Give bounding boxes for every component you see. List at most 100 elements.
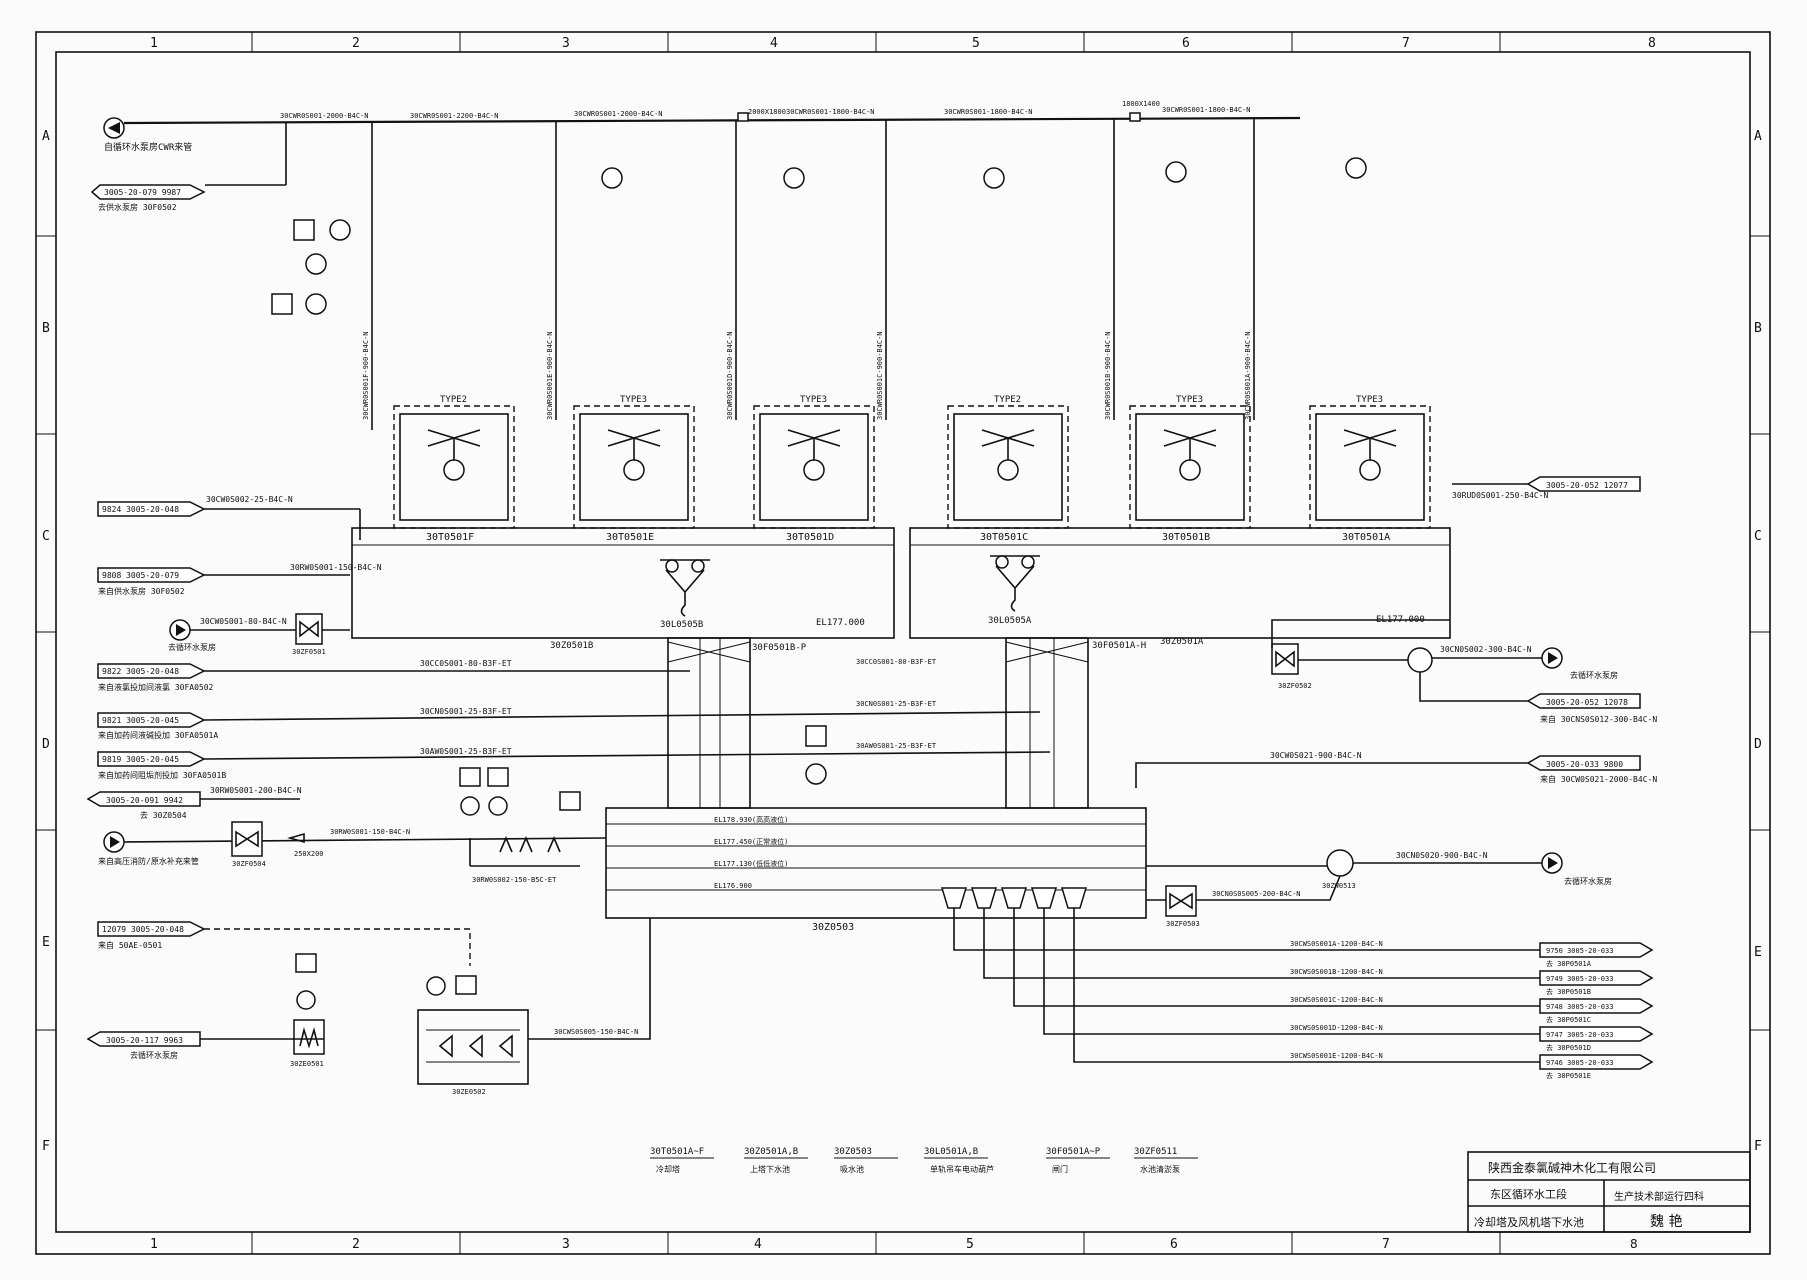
offsheet-d4-desc: 去 30Z0504 — [140, 810, 187, 820]
col-label-7: 7 — [1402, 36, 1410, 51]
fan-icon — [1163, 429, 1217, 460]
pool-level-4: EL176.900 — [714, 882, 752, 890]
offsheet-left: 3005-20-079 9987 去供水泵房 30F0502 9824 3005… — [86, 184, 1051, 1060]
cell-tag: 30T0501E — [606, 532, 654, 543]
outlet-connector — [1539, 942, 1654, 958]
heater-tag: 30ZE0501 — [290, 1060, 324, 1068]
title-signature: 魏 艳 — [1650, 1214, 1682, 1230]
legend-tag: 30T0501A~F — [650, 1147, 704, 1157]
offsheet-d1-ref: 9822 3005-20-048 — [102, 667, 179, 676]
basin-left-tag: 30Z0501B — [550, 641, 593, 651]
outlet-ref: 9749 3005-20-033 — [1546, 975, 1613, 983]
outlet-line-label: 30CWS0S001E-1200-B4C-N — [1290, 1052, 1383, 1060]
outlet-line-label: 30CWS0S001C-1200-B4C-N — [1290, 996, 1383, 1004]
row-label-D-r: D — [1754, 737, 1762, 752]
outlet-desc: 去 30P0501C — [1546, 1015, 1591, 1024]
legend-desc: 上塔下水池 — [750, 1164, 790, 1174]
outlet-line — [983, 908, 1540, 979]
cell-tag: 30T0501A — [1342, 532, 1390, 543]
col-label-7b: 7 — [1382, 1237, 1390, 1252]
offsheet-d3-desc: 来自加药间阻垢剂投加 30FA0501B — [98, 770, 226, 780]
outlet-line — [1073, 908, 1540, 1063]
cell-type-label: TYPE2 — [440, 395, 467, 405]
basin-right-tag: 30Z0501A — [1160, 637, 1204, 647]
offsheet-c2-line: 30RW0S001-150-B4C-N — [290, 563, 382, 572]
header-line-5: 30CWR0S001-1800-B4C-N — [944, 108, 1033, 116]
col-label-3: 3 — [562, 36, 570, 51]
cell-type-label: TYPE3 — [1356, 395, 1383, 405]
row-label-F: F — [42, 1139, 50, 1154]
fan-icon — [427, 429, 481, 460]
riser-pipes: 30CWR0S001F-900-B4C-N 30CWR0S001E-900-B4… — [362, 117, 1255, 430]
row-label-B: B — [42, 321, 50, 336]
legend-tag: 30F0501A~P — [1046, 1147, 1101, 1157]
row-label-D: D — [42, 737, 50, 752]
offsheet-d2-line: 30CN0S001-25-B3F-ET — [420, 707, 512, 716]
offsheet-f1-desc: 去循环水泵房 — [130, 1050, 178, 1060]
offsheet-c2-ref: 9808 3005-20-079 — [102, 571, 179, 580]
cell-type-label: TYPE3 — [620, 395, 647, 405]
drain-line: 30RW0S002-150-B5C-ET — [472, 876, 557, 884]
fan-icon — [1343, 429, 1397, 460]
chem-line-1: 30CC0S001-80-B3F-ET — [856, 658, 937, 666]
reducer-label-2: 1800X1400 — [1122, 100, 1160, 108]
header-line-6: 30CWR0S001-1800-B4C-N — [1162, 106, 1251, 114]
header-line-3: 30CWR0S001-2000-B4C-N — [574, 110, 663, 118]
riser-label-f: 30CWR0S001F-900-B4C-N — [362, 331, 370, 420]
outlet-line — [1043, 908, 1540, 1035]
drawing-border: 1 2 3 4 5 6 7 8 1 2 3 4 5 6 7 A B C D E … — [35, 31, 1771, 1255]
row-label-A: A — [42, 129, 50, 144]
riser-label-e: 30CWR0S001E-900-B4C-N — [546, 331, 554, 420]
col-label-6b: 6 — [1170, 1237, 1178, 1252]
pool-level-3: EL177.130(低低液位) — [714, 859, 788, 868]
outlet-connector — [1539, 998, 1654, 1014]
offsheet-d2-desc: 来自加药间液碱投加 30FA0501A — [98, 730, 218, 740]
col-label-8: 8 — [1648, 36, 1656, 51]
title-drawing: 冷却塔及风机塔下水池 — [1474, 1215, 1584, 1229]
cell-tag: 30T0501C — [980, 532, 1028, 543]
offsheet-d4-line: 30RW0S001-200-B4C-N — [210, 786, 302, 795]
reducer-tag: 250X200 — [294, 850, 324, 858]
legend-desc: 闸门 — [1052, 1164, 1068, 1174]
pool-tag: 30Z0503 — [812, 922, 854, 933]
outlet-desc: 去 30P0501B — [1546, 987, 1591, 996]
hoist-left-tag: 30L0505B — [660, 620, 703, 630]
riser-label-c: 30CWR0S001C-900-B4C-N — [876, 331, 884, 420]
row-label-F-r: F — [1754, 1139, 1762, 1154]
offsheet-c2-desc: 来自供水泵房 30F0502 — [98, 586, 185, 596]
riser-label-d: 30CWR0S001D-900-B4C-N — [726, 331, 734, 420]
offsheet-d-right3-ref: 3005-20-033 9800 — [1546, 760, 1623, 769]
riser-label-b: 30CWR0S001B-900-B4C-N — [1104, 331, 1112, 420]
suction-pool: EL178.930(高高液位) EL177.450(正常液位) EL177.13… — [605, 807, 1147, 933]
outlet-line-label: 30CWS0S001B-1200-B4C-N — [1290, 968, 1383, 976]
tower-cell-3: TYPE2 30T0501C — [947, 395, 1069, 543]
valve-4-tag: 30ZF0502 — [1278, 682, 1312, 690]
pool-level-1: EL178.930(高高液位) — [714, 815, 788, 824]
row-label-E-r: E — [1754, 945, 1762, 960]
title-block: 陕西金泰氯碱神木化工有限公司 东区循环水工段 冷却塔及风机塔下水池 生产技术部运… — [1467, 1151, 1751, 1251]
tower-basins: 30Z0501B 30Z0501A EL177.000 EL177.000 30… — [351, 527, 1451, 653]
valve-3-tag: 30ZF0503 — [1166, 920, 1200, 928]
col-label-2: 2 — [352, 36, 360, 51]
bottom-line: 30CWS0S005-150-B4C-N — [554, 1028, 638, 1036]
col-label-4b: 4 — [754, 1237, 762, 1252]
offsheet-c3-desc: 去循环水泵房 — [168, 642, 216, 652]
col-label-5b: 5 — [966, 1237, 974, 1252]
offsheet-d3-line: 30AW0S001-25-B3F-ET — [420, 747, 512, 756]
hoist-right-icon — [990, 555, 1040, 612]
offsheet-a-ref: 3005-20-079 9987 — [104, 188, 181, 197]
row-label-C: C — [42, 529, 50, 544]
outlet-desc: 去 30P0501D — [1546, 1043, 1591, 1052]
cell-type-label: TYPE2 — [994, 395, 1021, 405]
row-label-E: E — [42, 935, 50, 950]
cell-tag: 30T0501F — [426, 532, 474, 543]
outlet-ref: 9750 3005-20-033 — [1546, 947, 1613, 955]
legend-tag: 30Z0503 — [834, 1147, 872, 1157]
offsheet-d1-line: 30CC0S001-80-B3F-ET — [420, 659, 512, 668]
motor-icon — [443, 459, 465, 481]
strainer-line: 30RW0S001-150-B4C-N — [330, 828, 410, 836]
